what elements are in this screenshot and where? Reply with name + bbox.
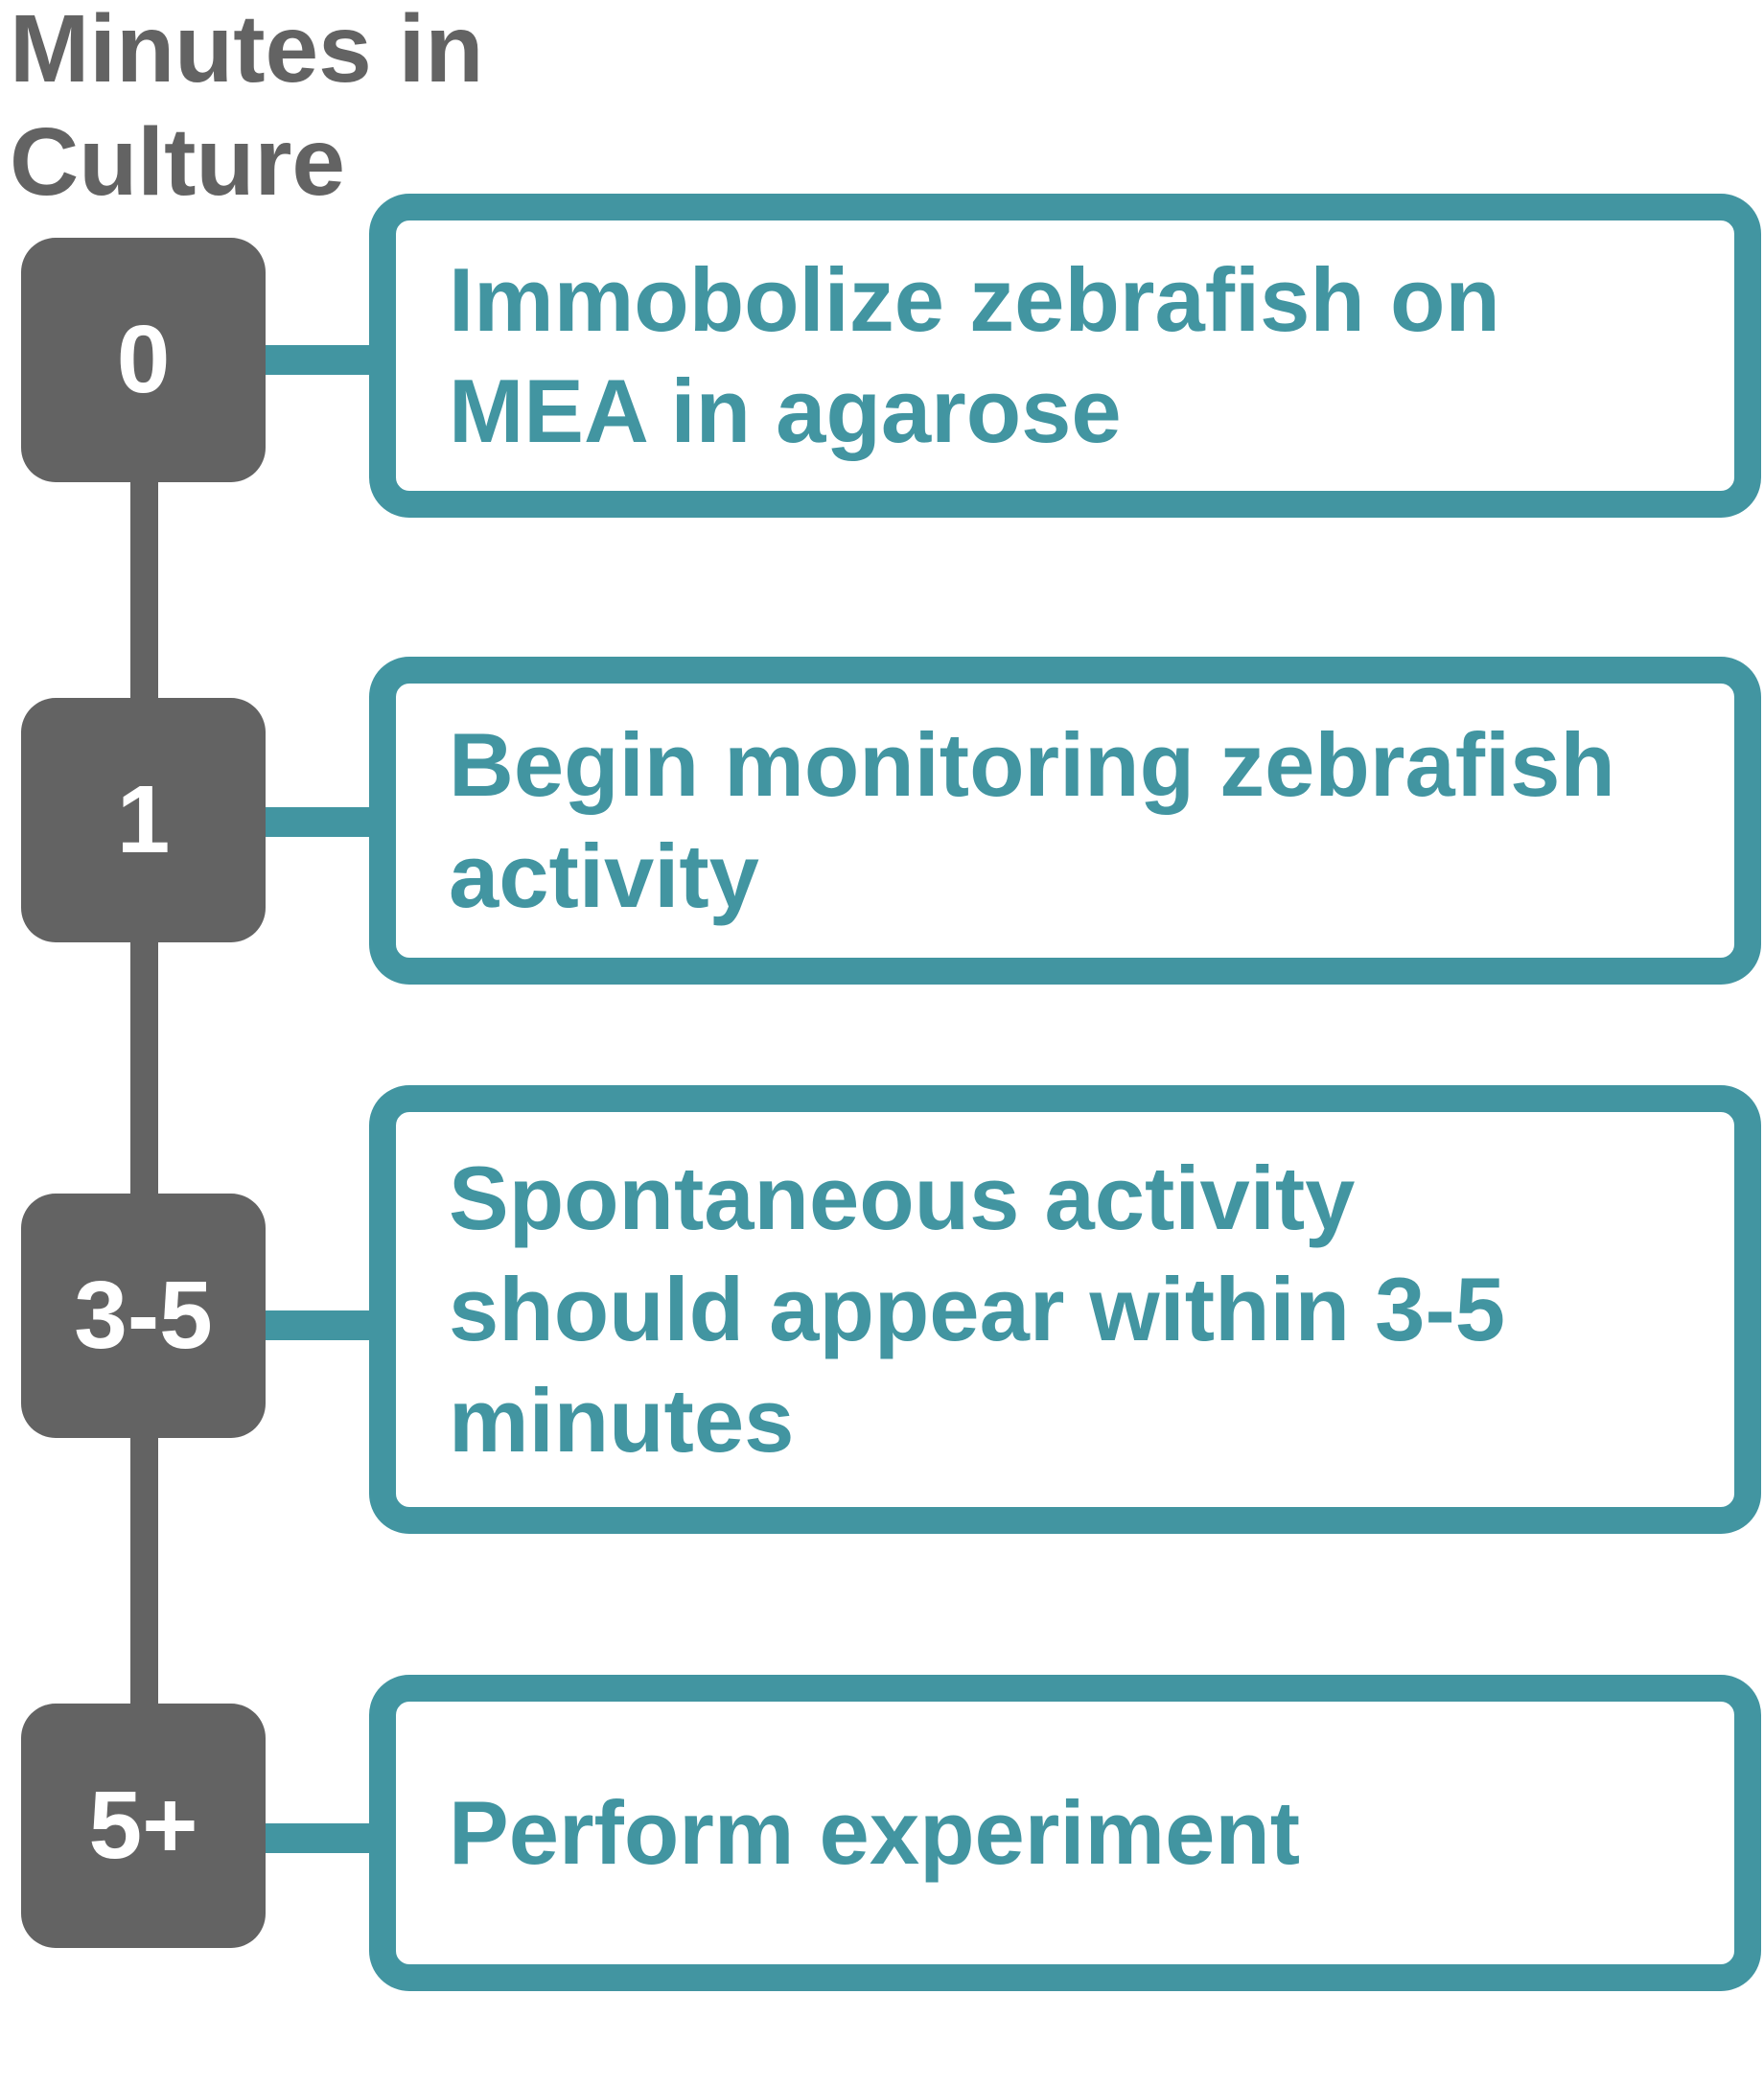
text-line: activity <box>449 825 759 926</box>
time-badge-0: 0 <box>21 238 266 482</box>
step-description-3: Perform experiment <box>449 1777 1706 1889</box>
timeline-spine-line <box>130 359 158 1826</box>
time-badge-5plus-label: 5+ <box>88 1772 198 1879</box>
time-badge-5plus: 5+ <box>21 1704 266 1948</box>
step-box-3: Perform experiment <box>369 1675 1761 1991</box>
text-line: minutes <box>449 1370 795 1471</box>
time-badge-3-5: 3-5 <box>21 1194 266 1438</box>
text-line: Begin monitoring zebrafish <box>449 714 1615 815</box>
step-box-2: Spontaneous activity should appear within… <box>369 1085 1761 1534</box>
text-line: Minutes in <box>10 0 484 103</box>
time-badge-3-5-label: 3-5 <box>74 1262 213 1369</box>
text-line: MEA in agarose <box>449 360 1122 461</box>
time-badge-0-label: 0 <box>116 306 171 413</box>
text-line: Culture <box>10 108 345 216</box>
time-badge-1-label: 1 <box>116 766 171 873</box>
text-line: Immobolize zebrafish on <box>449 249 1500 350</box>
text-line: Perform experiment <box>449 1782 1301 1883</box>
time-badge-1: 1 <box>21 698 266 942</box>
text-line: should appear within 3-5 <box>449 1259 1506 1359</box>
step-description-2: Spontaneous activity should appear within… <box>449 1143 1706 1476</box>
text-line: Spontaneous activity <box>449 1148 1356 1248</box>
